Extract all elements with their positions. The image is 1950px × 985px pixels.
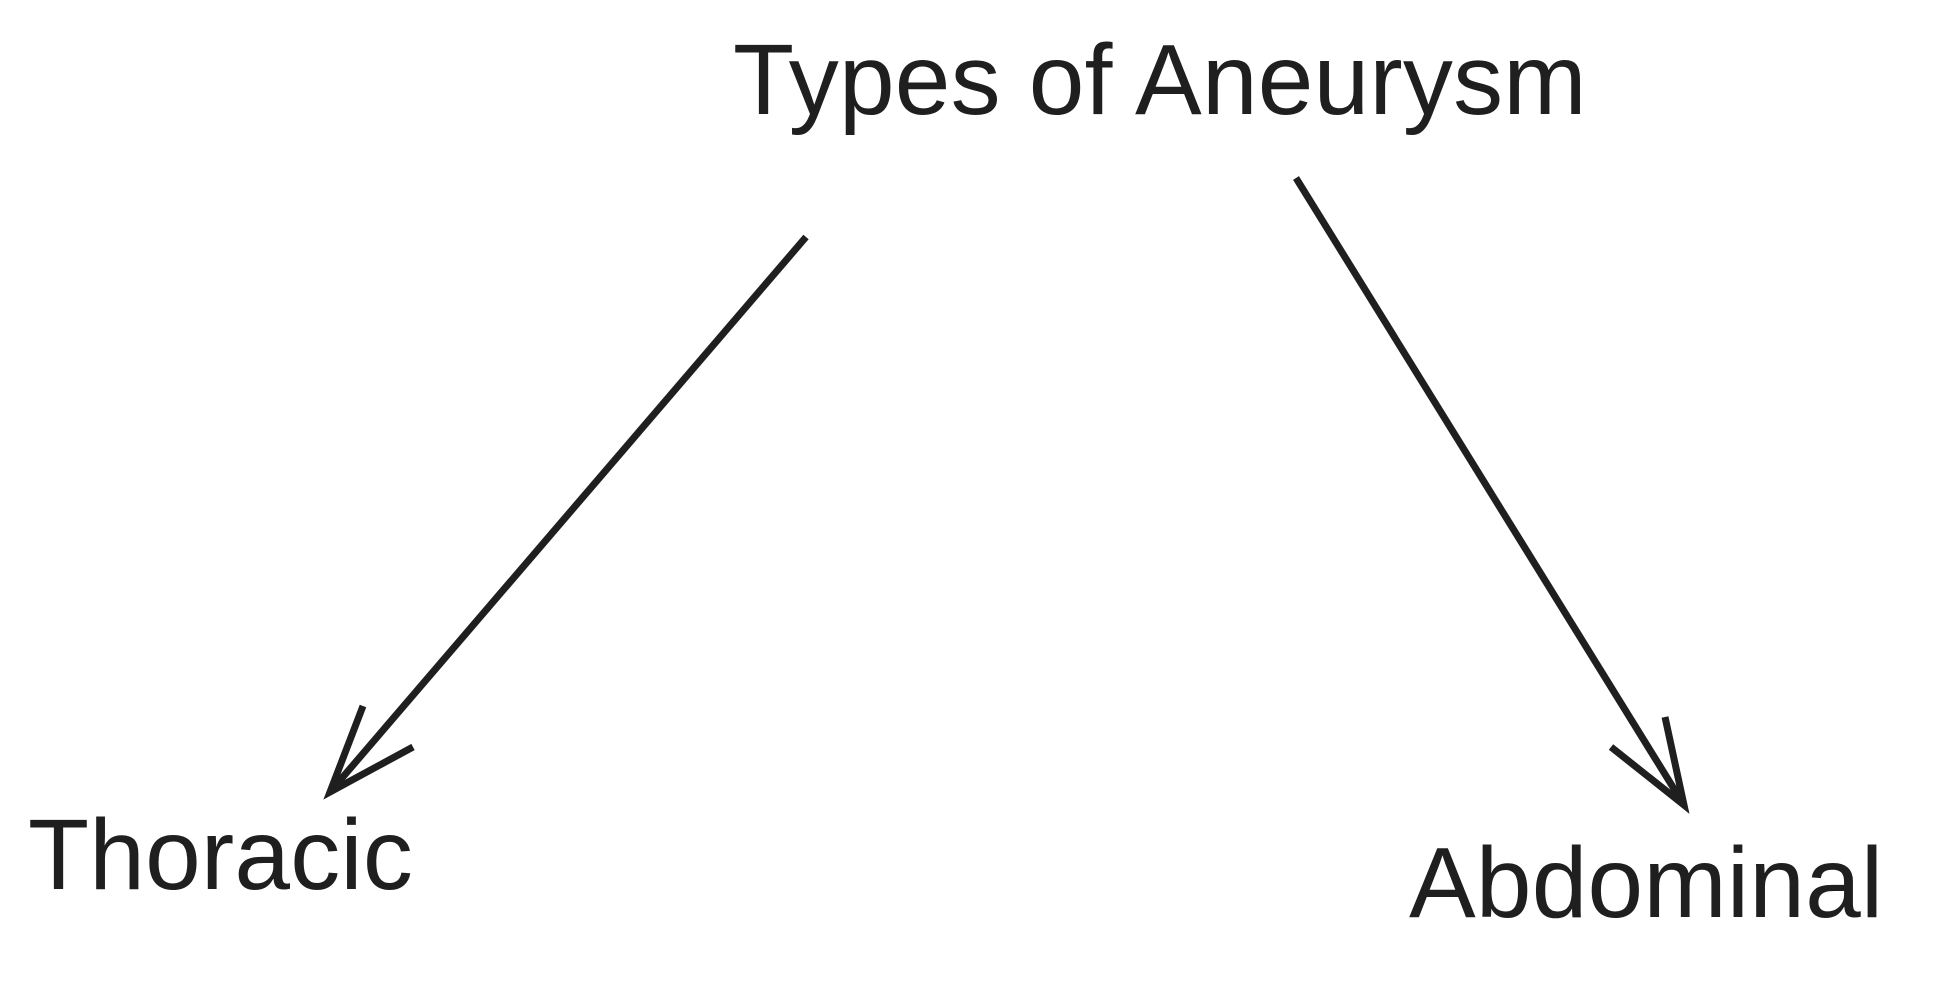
edge-root-to-abdominal-arrowhead xyxy=(1608,716,1690,814)
node-leaf-abdominal: Abdominal xyxy=(1409,827,1884,939)
edge-root-to-abdominal xyxy=(1293,176,1690,814)
edge-root-to-thoracic xyxy=(323,234,809,800)
node-leaf-thoracic: Thoracic xyxy=(28,799,414,911)
node-root-types-of-aneurysm: Types of Aneurysm xyxy=(733,24,1587,136)
edge-root-to-thoracic-arrowhead xyxy=(323,704,415,800)
edge-root-to-abdominal-shaft xyxy=(1293,176,1687,807)
edge-root-to-thoracic-shaft xyxy=(327,234,809,795)
